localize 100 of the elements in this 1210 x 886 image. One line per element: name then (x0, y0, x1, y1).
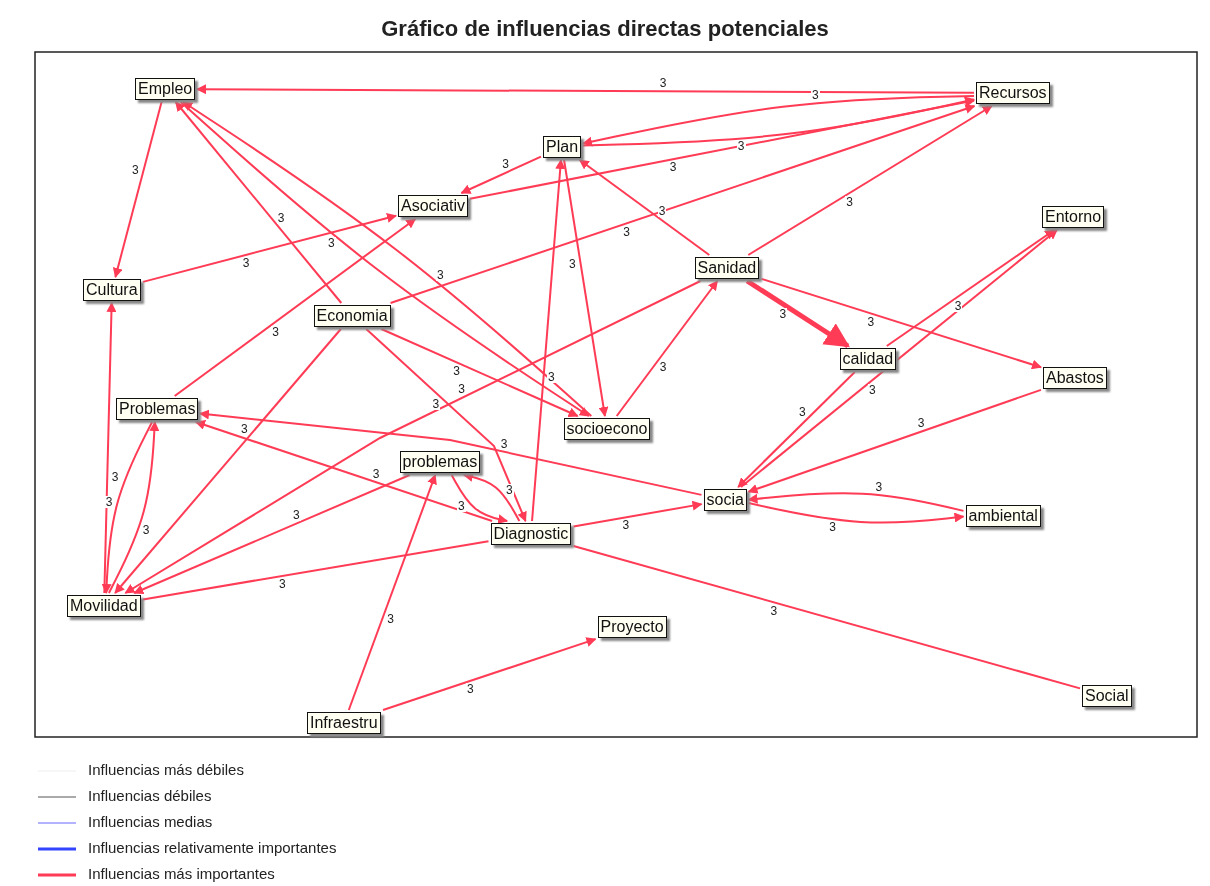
edge-label: 3 (505, 484, 514, 497)
edge-label: 3 (798, 406, 807, 419)
variable-box: socioecono (563, 418, 651, 440)
variable-box: Problemas (116, 398, 199, 420)
influence-arrow (380, 328, 579, 417)
influence-arrow (101, 421, 154, 594)
edge-label: 3 (141, 524, 151, 537)
influence-arrow (745, 278, 850, 349)
edge-label: 3 (499, 437, 509, 450)
edge-label: 3 (736, 140, 746, 153)
influence-arrow (563, 159, 609, 417)
influence-arrow (885, 229, 1056, 347)
influence-arrow (142, 213, 397, 283)
influence-arrow (760, 277, 1042, 370)
influence-arrow (740, 229, 1058, 488)
edge-label: 3 (271, 325, 280, 338)
edge-label: 3 (658, 360, 668, 373)
influence-arrow (469, 97, 975, 200)
influence-arrow (460, 155, 542, 194)
influence-arrow (615, 280, 719, 417)
variable-box: Economia (313, 305, 391, 327)
influence-arrow (194, 420, 494, 522)
chart-title: Gráfico de influencias directas potenciales (380, 16, 830, 42)
legend-text: Influencias débiles (88, 787, 212, 804)
variable-box: Infraestru (307, 712, 381, 734)
influence-arrow (572, 500, 703, 528)
edge-label: 3 (110, 471, 120, 484)
edge-label: 3 (874, 481, 884, 494)
edge-label: 3 (436, 268, 445, 281)
variable-box: ambiental (965, 505, 1041, 527)
influence-arrow (450, 474, 509, 524)
legend-text: Influencias más importantes (88, 865, 275, 882)
variable-box: calidad (839, 348, 897, 370)
variable-box: Sanidad (694, 257, 760, 279)
edge-label: 3 (386, 612, 396, 625)
variable-box: Asociativ (398, 195, 469, 217)
edge-label: 3 (668, 161, 678, 174)
variable-box: Diagnostic (490, 523, 572, 545)
edge-label: 3 (130, 163, 140, 176)
variable-box: Plan (543, 136, 582, 158)
variable-box: Entorno (1042, 206, 1105, 228)
influence-arrow (747, 105, 993, 256)
influence-arrow (747, 492, 965, 512)
variable-box: Recursos (976, 82, 1050, 104)
variable-box: Social (1082, 685, 1132, 707)
variable-box: Movilidad (67, 595, 141, 617)
edge-label: 3 (291, 508, 301, 521)
influence-arrow (365, 328, 527, 522)
influence-arrow (199, 409, 703, 496)
edge-label: 3 (811, 89, 820, 102)
influence-arrow (347, 474, 437, 711)
influence-arrow (103, 302, 117, 594)
edge-label: 3 (769, 604, 779, 617)
variable-box: Empleo (135, 78, 196, 100)
edge-label: 3 (657, 204, 667, 217)
influence-arrow (747, 388, 1042, 494)
edge-label: 3 (622, 225, 631, 238)
influence-arrow (174, 101, 343, 304)
edge-label: 3 (845, 196, 854, 209)
edge-label: 3 (452, 365, 461, 378)
edge-label: 3 (371, 467, 381, 480)
edge-label: 3 (104, 496, 114, 509)
influence-arrow (114, 328, 342, 594)
influence-arrow (133, 474, 411, 595)
legend-text: Influencias relativamente importantes (88, 839, 337, 856)
edge-label: 3 (866, 315, 876, 328)
edge-label: 3 (658, 77, 668, 90)
variable-box: Cultura (83, 279, 141, 301)
influence-arrow (196, 84, 975, 95)
variable-box: Proyecto (597, 616, 667, 638)
edge-label: 3 (828, 521, 837, 534)
edge-label: 3 (457, 383, 466, 396)
edge-label: 3 (466, 683, 475, 696)
edge-label: 3 (240, 423, 249, 436)
influence-arrow (173, 218, 417, 397)
edge-label: 3 (621, 519, 631, 532)
edge-label: 3 (241, 257, 251, 270)
legend-text: Influencias más débiles (88, 761, 244, 778)
edge-label: 3 (326, 237, 336, 250)
edge-label: 3 (953, 300, 963, 313)
edge-label: 3 (867, 384, 877, 397)
edge-label: 3 (568, 257, 577, 270)
influence-arrow (389, 104, 976, 304)
variable-box: problemas (399, 451, 481, 473)
influence-arrow (112, 101, 163, 278)
edge-label: 3 (501, 157, 510, 170)
edge-label: 3 (431, 397, 441, 410)
influence-arrow (531, 159, 566, 522)
edge-label: 3 (276, 211, 286, 224)
influence-arrow (737, 371, 856, 488)
edge-label: 3 (457, 499, 466, 512)
influence-arrow (382, 637, 597, 711)
influence-arrow (124, 280, 702, 594)
edge-label: 3 (778, 307, 788, 320)
variable-box: socia (703, 489, 747, 511)
edge-label: 3 (278, 578, 287, 590)
edge-label: 3 (547, 371, 556, 384)
influence-arrow (107, 421, 160, 594)
influence-arrow (462, 472, 521, 522)
influence-arrow (747, 502, 965, 524)
